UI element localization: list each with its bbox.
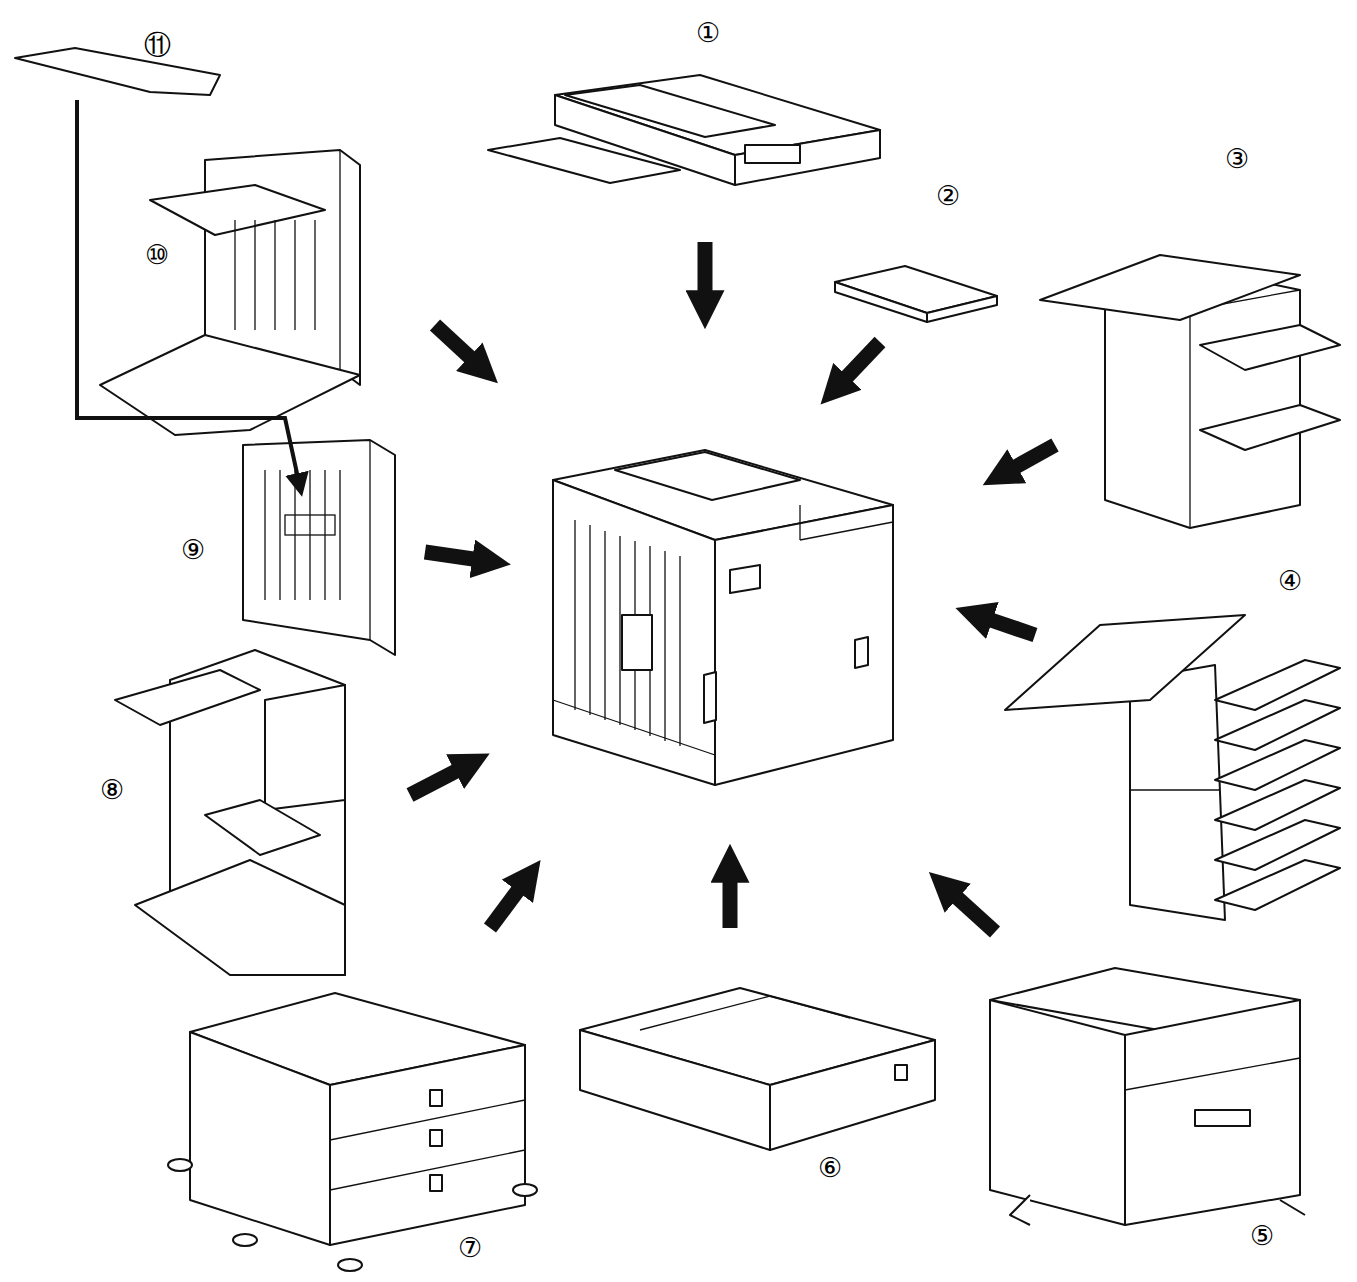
- small-option: [835, 266, 997, 322]
- three-tray-stand: [168, 993, 537, 1271]
- callout-number: ②: [936, 182, 960, 209]
- callout-number: ⑤: [1250, 1222, 1274, 1249]
- callout-number: ⑨: [181, 536, 205, 563]
- callout-number: ⑥: [818, 1154, 842, 1181]
- callout-number: ⑪: [144, 31, 171, 58]
- mailbox-unit: [1005, 615, 1340, 920]
- callout-number: ③: [1225, 145, 1249, 172]
- finisher-unit: [1040, 255, 1340, 528]
- saddle-finisher: [115, 650, 345, 975]
- callout-number: ⑩: [145, 241, 169, 268]
- duplex-bypass-unit: [100, 150, 360, 435]
- callout-number: ①: [696, 19, 720, 46]
- attach-arrows: [77, 100, 1055, 932]
- scanner-unit: [488, 75, 880, 185]
- callout-number: ⑦: [458, 1234, 482, 1261]
- stand-unit: [990, 968, 1305, 1225]
- callout-number: ④: [1278, 567, 1302, 594]
- output-tray: [15, 48, 220, 95]
- printer-body: [553, 450, 893, 785]
- callout-number: ⑧: [100, 776, 124, 803]
- duplex-unit: [243, 440, 395, 655]
- paper-tray-unit: [580, 988, 935, 1150]
